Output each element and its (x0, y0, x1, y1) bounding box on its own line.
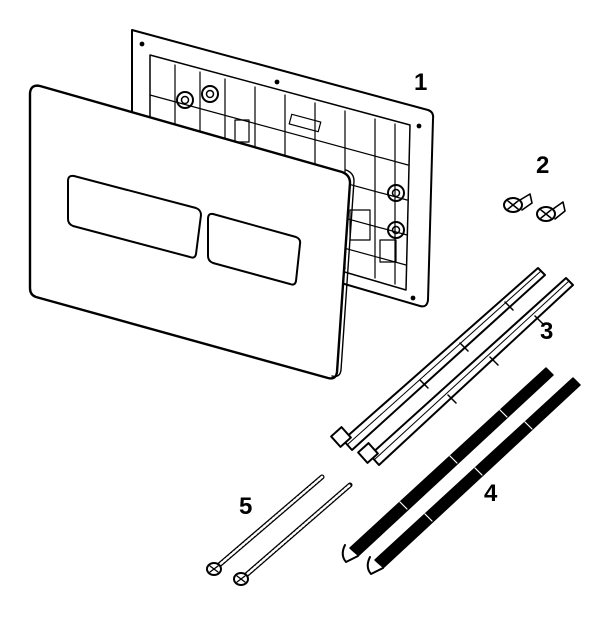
part-label-screws: 2 (536, 152, 550, 179)
part-label-bolts: 5 (239, 493, 253, 520)
part-label-frame: 1 (414, 69, 428, 96)
push-plate (28, 84, 355, 380)
push-rods (330, 267, 574, 466)
screw-pair (503, 193, 566, 222)
part-label-threaded-bars: 4 (484, 480, 498, 507)
long-bolts (206, 474, 353, 586)
threaded-bars (341, 367, 581, 575)
part-label-rods: 3 (540, 318, 554, 345)
